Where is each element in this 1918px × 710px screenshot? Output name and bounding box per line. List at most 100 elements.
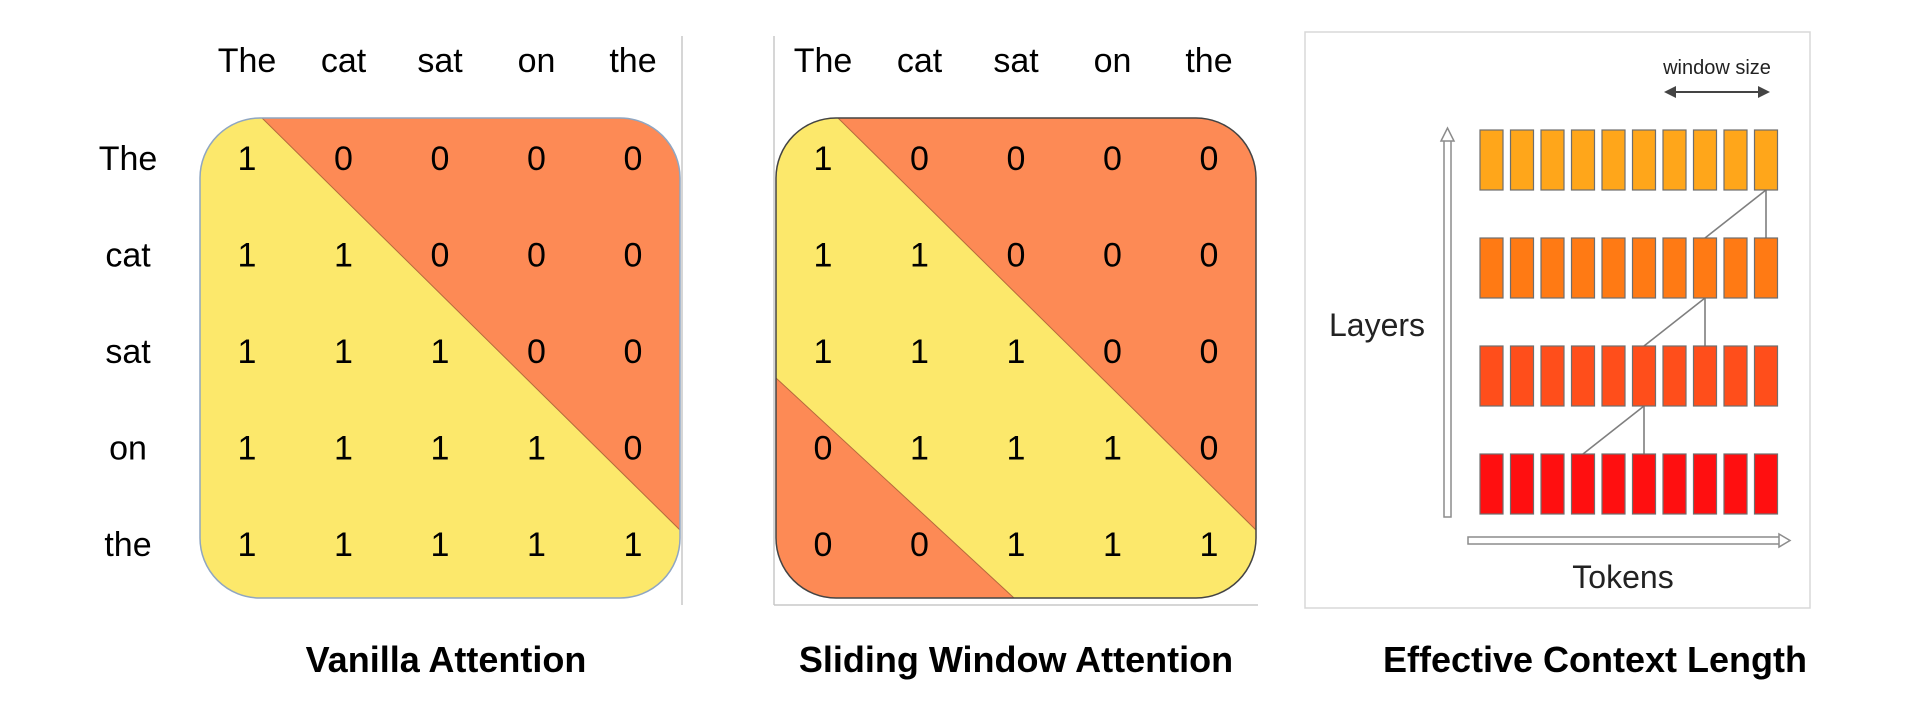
token-block: [1753, 129, 1779, 191]
token-block: [1753, 237, 1779, 299]
token-block: [1570, 237, 1596, 299]
matrix-cell: 1: [814, 237, 833, 275]
matrix-cell: 0: [1103, 237, 1122, 275]
matrix-cell: 1: [1007, 333, 1026, 371]
matrix-cell: 1: [431, 430, 450, 468]
matrix-cell: 1: [910, 430, 929, 468]
matrix-cell: 1: [238, 430, 257, 468]
connector-line: [1643, 297, 1706, 347]
token-block: [1570, 453, 1596, 515]
token-block: [1631, 237, 1657, 299]
token-block: [1601, 237, 1626, 299]
column-label-0: The: [794, 42, 853, 80]
matrix-cell: 1: [238, 526, 257, 564]
row-label-1: cat: [105, 237, 151, 275]
matrix-cell: 1: [814, 140, 833, 178]
token-block: [1479, 453, 1504, 515]
row-label-2: sat: [105, 333, 151, 371]
token-block: [1723, 453, 1748, 515]
token-block: [1509, 129, 1535, 191]
context-caption: Effective Context Length: [1383, 639, 1807, 680]
matrix-cell: 1: [910, 333, 929, 371]
matrix-cell: 0: [814, 430, 833, 468]
matrix-cell: 0: [1200, 430, 1219, 468]
matrix-cell: 0: [1007, 237, 1026, 275]
token-block: [1479, 345, 1504, 407]
token-block: [1662, 129, 1687, 191]
matrix-cell: 1: [238, 140, 257, 178]
matrix-cell: 0: [1007, 140, 1026, 178]
matrix-cell: 1: [1007, 430, 1026, 468]
matrix-cell: 1: [1007, 526, 1026, 564]
matrix-cell: 1: [334, 430, 353, 468]
matrix-cell: 0: [334, 140, 353, 178]
matrix-cell: 1: [334, 333, 353, 371]
vanilla-masked-region: [260, 118, 680, 532]
matrix-cell: 0: [431, 237, 450, 275]
matrix-cell: 0: [624, 430, 643, 468]
column-label-2: sat: [993, 42, 1039, 80]
layers-axis-label: Layers: [1329, 307, 1425, 343]
matrix-cell: 1: [910, 237, 929, 275]
token-block: [1509, 345, 1535, 407]
matrix-cell: 1: [334, 237, 353, 275]
sliding-matrix-border: [775, 117, 1257, 599]
token-layer-grid: [1479, 129, 1779, 515]
vanilla-matrix-border: [199, 117, 681, 599]
matrix-cell: 1: [527, 430, 546, 468]
matrix-cell: 0: [527, 140, 546, 178]
token-block: [1753, 345, 1779, 407]
column-label-3: on: [1094, 42, 1132, 80]
matrix-cell: 0: [814, 526, 833, 564]
matrix-cell: 0: [910, 140, 929, 178]
token-block: [1631, 453, 1657, 515]
token-block: [1692, 129, 1718, 191]
column-label-3: on: [518, 42, 556, 80]
tokens-axis-arrow: [1467, 532, 1792, 549]
matrix-cell: 0: [1103, 140, 1122, 178]
matrix-cell: 0: [910, 526, 929, 564]
connector-line: [1582, 405, 1645, 455]
column-label-4: the: [609, 42, 656, 80]
token-block: [1601, 345, 1626, 407]
matrix-cell: 1: [1200, 526, 1219, 564]
tokens-axis-label: Tokens: [1572, 559, 1673, 595]
window-size-label: window size: [1662, 57, 1771, 79]
token-block: [1570, 345, 1596, 407]
token-block: [1540, 129, 1565, 191]
connector-line: [1704, 189, 1767, 239]
token-block: [1662, 453, 1687, 515]
column-label-4: the: [1185, 42, 1232, 80]
matrix-cell: 0: [1103, 333, 1122, 371]
matrix-cell: 0: [1200, 140, 1219, 178]
matrix-cell: 0: [624, 140, 643, 178]
matrix-cell: 0: [624, 237, 643, 275]
token-block: [1692, 345, 1718, 407]
matrix-cell: 1: [238, 237, 257, 275]
matrix-cell: 0: [431, 140, 450, 178]
receptive-field-connectors: [1582, 189, 1767, 455]
token-block: [1692, 453, 1718, 515]
token-block: [1540, 237, 1565, 299]
row-label-0: The: [99, 140, 158, 178]
token-block: [1509, 453, 1535, 515]
token-block: [1723, 345, 1748, 407]
token-block: [1753, 453, 1779, 515]
token-block: [1601, 129, 1626, 191]
matrix-cell: 0: [1200, 333, 1219, 371]
column-label-2: sat: [417, 42, 463, 80]
row-label-4: the: [104, 526, 151, 564]
token-block: [1479, 237, 1504, 299]
sliding-caption: Sliding Window Attention: [799, 639, 1233, 680]
layers-axis-arrow: [1439, 126, 1456, 518]
matrix-cell: 1: [334, 526, 353, 564]
matrix-cell: 1: [814, 333, 833, 371]
token-block: [1540, 345, 1565, 407]
